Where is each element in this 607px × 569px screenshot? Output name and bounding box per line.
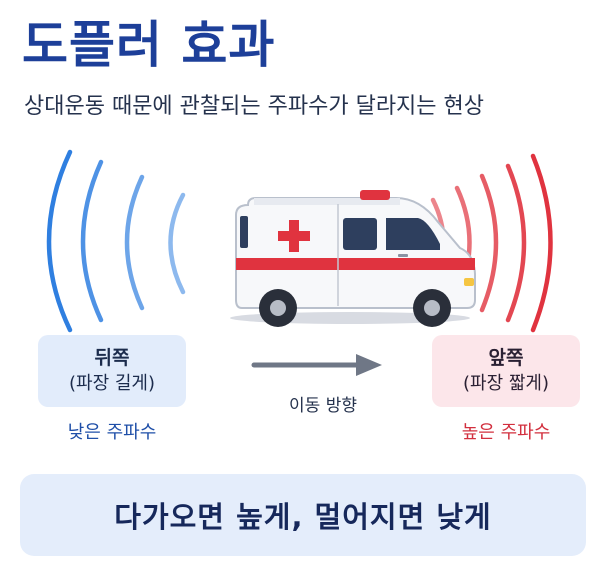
front-wave-5 bbox=[530, 153, 553, 333]
rear-wave-1 bbox=[168, 192, 186, 295]
front-wavelength-label: (파장 짧게) bbox=[462, 373, 549, 394]
doppler-scene bbox=[46, 149, 553, 333]
page-title: 도플러 효과 bbox=[22, 16, 276, 74]
rear-wave-4 bbox=[46, 149, 73, 333]
rear-wave-3 bbox=[80, 159, 104, 323]
rear-sound-waves bbox=[46, 149, 186, 333]
front-label-box: 앞쪽 (파장 짧게) bbox=[432, 335, 580, 407]
page-subtitle: 상대운동 때문에 관찰되는 주파수가 달라지는 현상 bbox=[24, 94, 485, 119]
front-heading: 앞쪽 bbox=[488, 347, 524, 369]
direction-label: 이동 방향 bbox=[289, 396, 357, 416]
ambulance-icon bbox=[230, 190, 476, 327]
rear-wavelength-label: (파장 길게) bbox=[68, 373, 155, 394]
rear-wave-2 bbox=[124, 174, 145, 311]
front-frequency-label: 높은 주파수 bbox=[461, 422, 551, 443]
rear-frequency-label: 낮은 주파수 bbox=[67, 422, 157, 443]
arrow-right-icon bbox=[251, 354, 382, 376]
rear-heading: 뒤쪽 bbox=[94, 347, 130, 369]
rear-label-box: 뒤쪽 (파장 길게) bbox=[38, 335, 186, 407]
summary-banner: 다가오면 높게, 멀어지면 낮게 bbox=[20, 474, 586, 556]
front-wave-4 bbox=[505, 163, 527, 323]
summary-text: 다가오면 높게, 멀어지면 낮게 bbox=[114, 500, 492, 534]
front-wave-3 bbox=[479, 173, 499, 313]
